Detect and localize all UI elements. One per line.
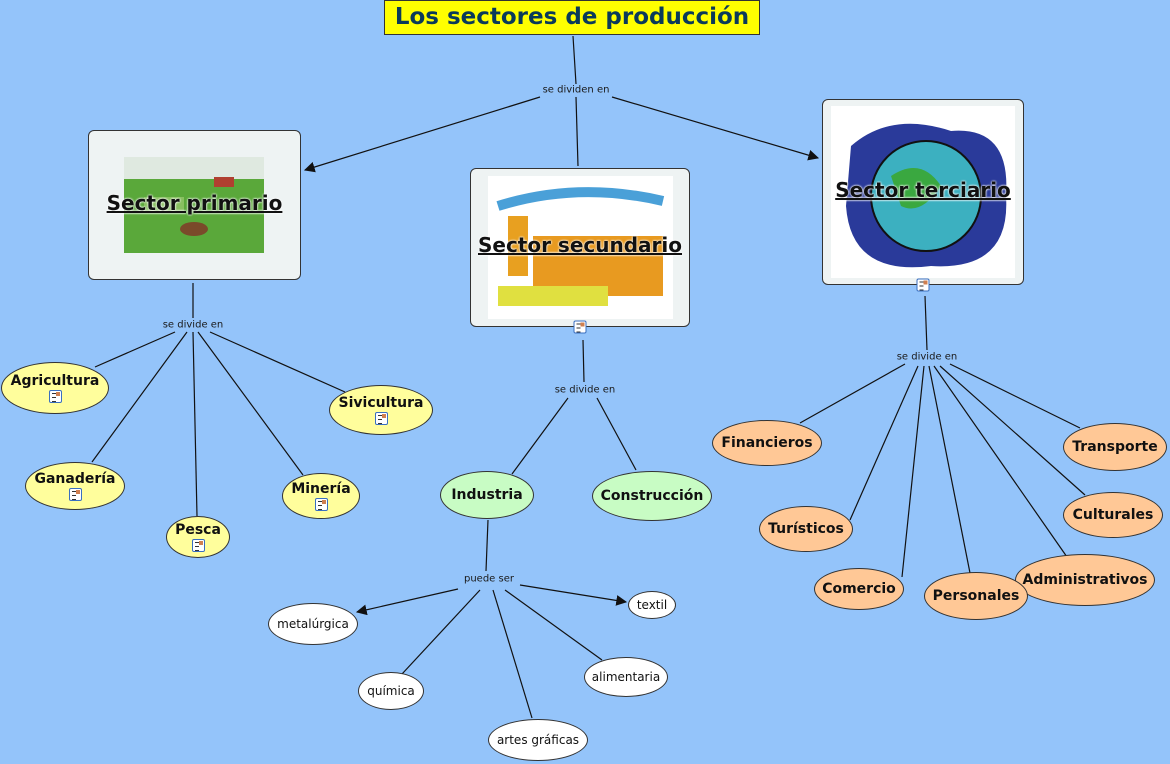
concept-label: Sivicultura xyxy=(338,395,424,411)
resource-doc-icon[interactable] xyxy=(48,390,62,403)
concept-sivicultura[interactable]: Sivicultura xyxy=(329,385,433,435)
concept-industria[interactable]: Industria xyxy=(440,471,534,519)
sector-secundario-label: Sector secundario xyxy=(477,233,683,257)
sector-terciario-node[interactable]: Sector terciario xyxy=(822,99,1024,285)
concept-label: Agricultura xyxy=(10,373,100,389)
concept-label: Turísticos xyxy=(768,521,844,537)
resource-doc-icon[interactable] xyxy=(573,320,587,334)
concept-label: textil xyxy=(636,598,668,612)
concept-label: Culturales xyxy=(1072,507,1154,523)
resource-doc-icon[interactable] xyxy=(374,412,388,425)
concept-mineria[interactable]: Minería xyxy=(282,473,360,519)
resource-doc-icon[interactable] xyxy=(916,278,930,292)
concept-label: Construcción xyxy=(600,488,704,504)
concept-label: artes gráficas xyxy=(496,733,580,747)
concept-label: Financieros xyxy=(721,435,813,451)
resource-doc-icon[interactable] xyxy=(68,488,82,501)
concept-agricultura[interactable]: Agricultura xyxy=(1,362,109,414)
link-label-root[interactable]: se dividen en xyxy=(540,84,612,96)
concept-label: química xyxy=(367,684,415,698)
concept-artes-graficas[interactable]: artes gráficas xyxy=(488,719,588,761)
concept-label: Comercio xyxy=(822,581,896,597)
concept-construccion[interactable]: Construcción xyxy=(592,471,712,521)
map-title[interactable]: Los sectores de producción xyxy=(384,0,760,35)
sector-primario-label: Sector primario xyxy=(106,191,283,215)
concept-metalurgica[interactable]: metalúrgica xyxy=(268,603,358,645)
concept-alimentaria[interactable]: alimentaria xyxy=(584,657,668,697)
concept-turisticos[interactable]: Turísticos xyxy=(759,506,853,552)
concept-personales[interactable]: Personales xyxy=(924,572,1028,620)
concept-label: Administrativos xyxy=(1022,572,1148,588)
sector-primario-node[interactable]: Sector primario xyxy=(88,130,301,280)
sector-secundario-node[interactable]: Sector secundario xyxy=(470,168,690,327)
concept-textil[interactable]: textil xyxy=(628,591,676,619)
concept-quimica[interactable]: química xyxy=(358,672,424,710)
link-label-secundario[interactable]: se divide en xyxy=(552,384,618,396)
concept-label: Minería xyxy=(291,481,351,497)
concept-label: Industria xyxy=(451,487,523,503)
link-label-terciario[interactable]: se divide en xyxy=(894,351,960,363)
link-label-industria[interactable]: puede ser xyxy=(462,573,516,585)
concept-label: metalúrgica xyxy=(277,617,349,631)
farm-image xyxy=(124,157,264,253)
concept-administrativos[interactable]: Administrativos xyxy=(1015,554,1155,606)
concept-culturales[interactable]: Culturales xyxy=(1063,492,1163,538)
concept-transporte[interactable]: Transporte xyxy=(1063,423,1167,471)
concept-pesca[interactable]: Pesca xyxy=(166,516,230,558)
concept-label: Ganadería xyxy=(34,471,116,487)
link-label-primario[interactable]: se divide en xyxy=(160,319,226,331)
concept-financieros[interactable]: Financieros xyxy=(712,420,822,466)
concept-label: Pesca xyxy=(175,522,221,538)
concept-comercio[interactable]: Comercio xyxy=(814,568,904,610)
concept-ganaderia[interactable]: Ganadería xyxy=(25,462,125,510)
resource-doc-icon[interactable] xyxy=(314,498,328,511)
factory-image xyxy=(488,176,673,319)
sector-terciario-label: Sector terciario xyxy=(835,178,1011,202)
globe-image xyxy=(831,106,1015,278)
resource-doc-icon[interactable] xyxy=(191,539,205,552)
concept-label: Personales xyxy=(932,588,1020,604)
concept-label: Transporte xyxy=(1072,439,1158,455)
concept-label: alimentaria xyxy=(591,670,661,684)
